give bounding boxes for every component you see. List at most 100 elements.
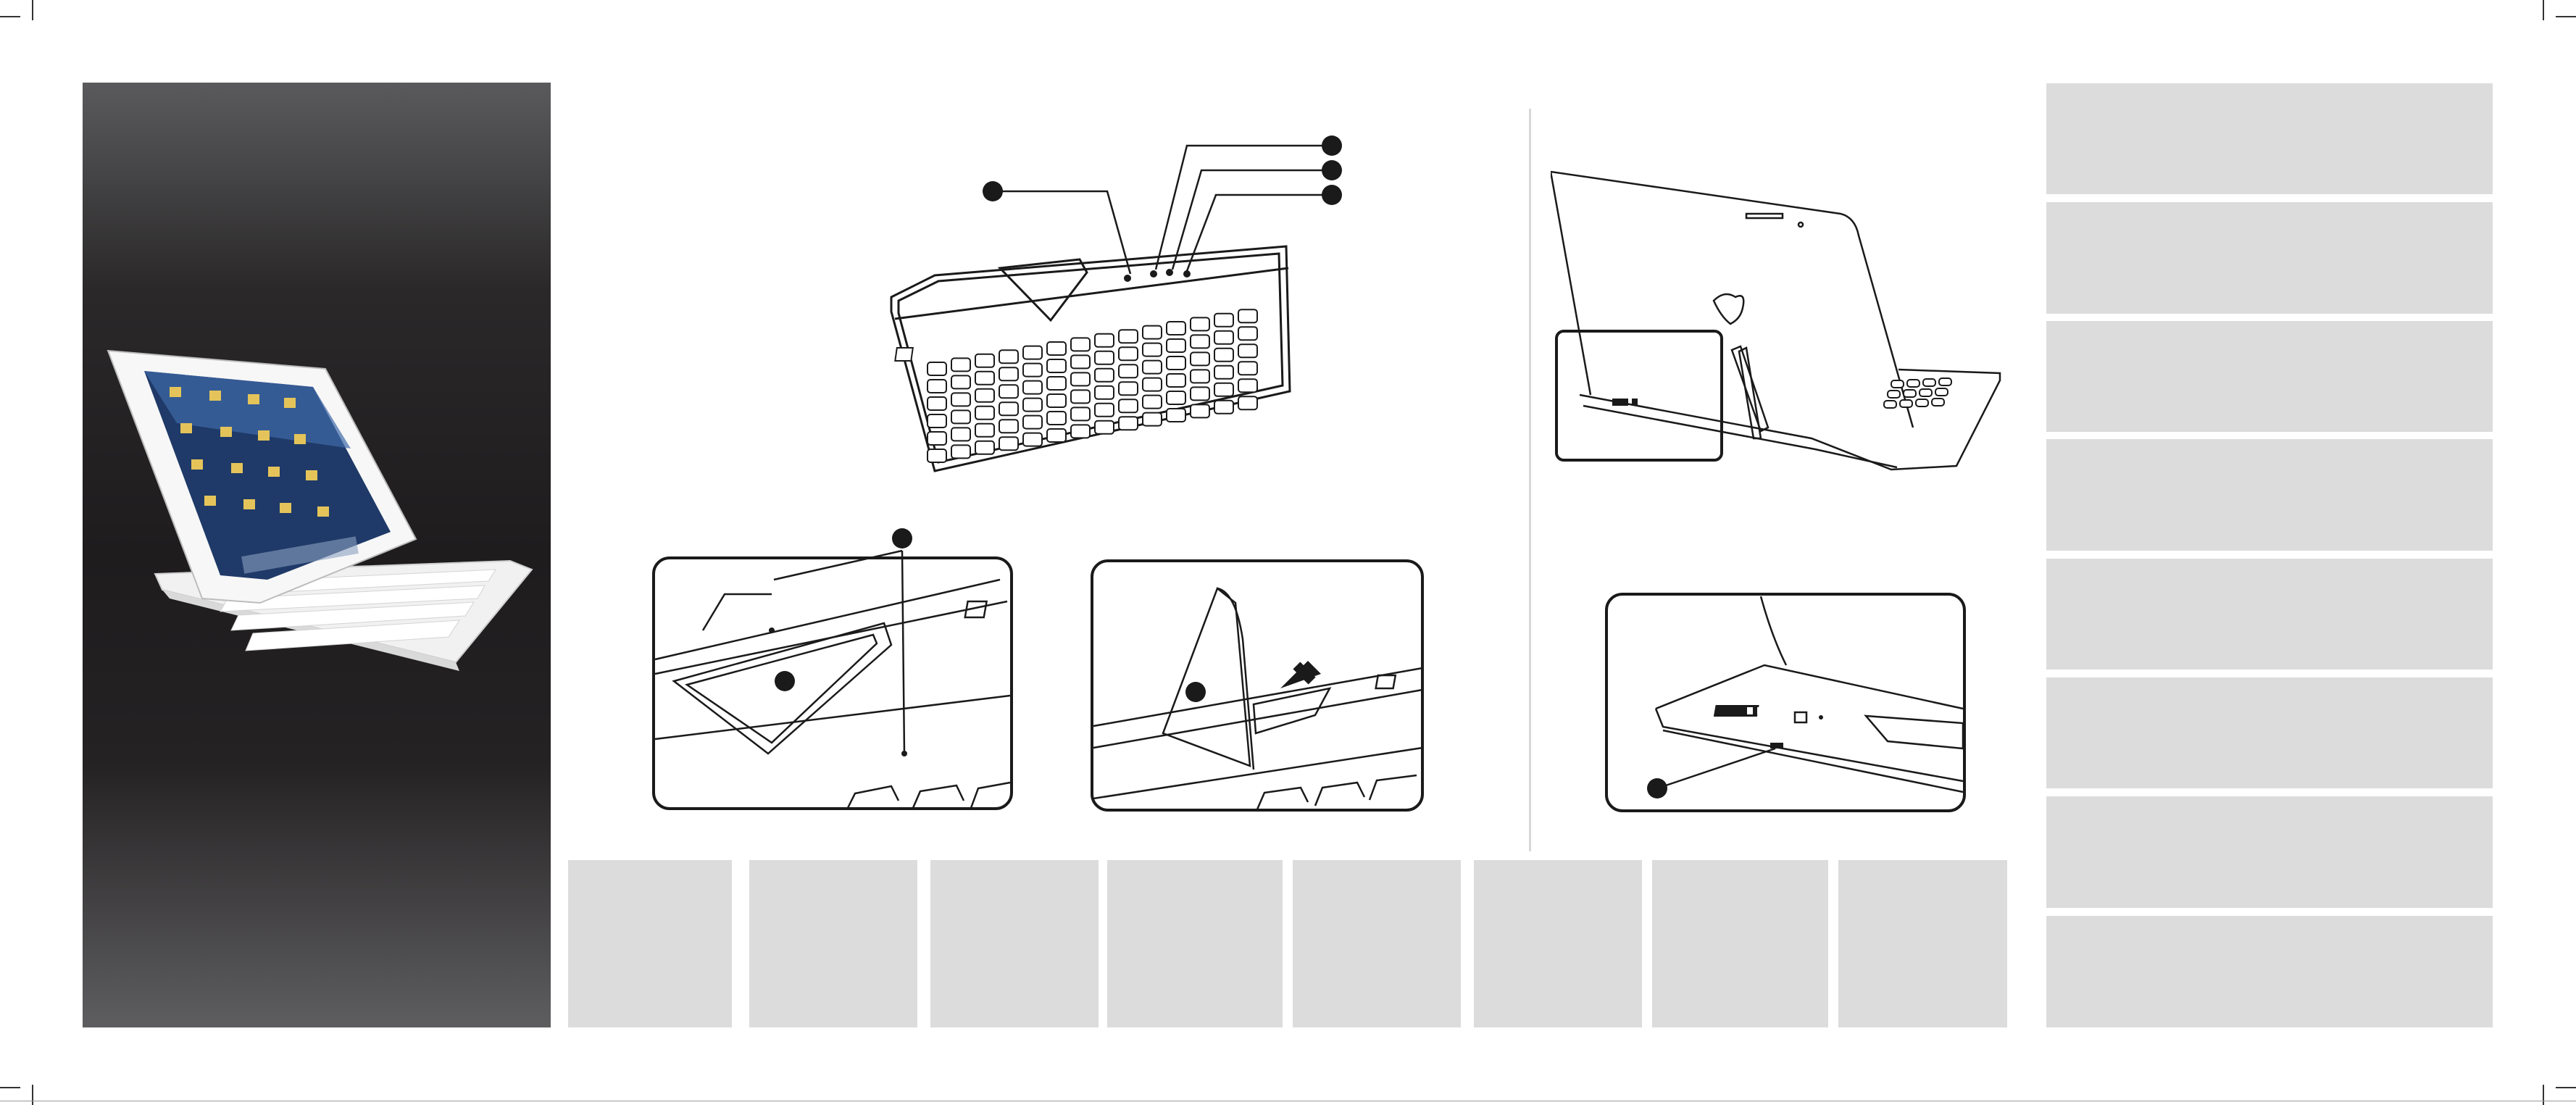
key: [999, 367, 1019, 382]
bottom-panel: [1838, 860, 2007, 1027]
callout-dot: [892, 528, 912, 549]
keyboard-keys: [927, 309, 1258, 463]
key: [1190, 334, 1210, 349]
key: [1166, 321, 1186, 335]
key: [1190, 404, 1210, 419]
key: [1142, 412, 1162, 427]
callout-dot: [775, 671, 795, 691]
callout-dot: [1647, 778, 1667, 798]
bottom-panel: [1107, 860, 1283, 1027]
key: [1190, 317, 1210, 332]
key: [1190, 386, 1210, 401]
key: [1899, 399, 1913, 408]
crop-mark: [2556, 16, 2576, 17]
key: [927, 449, 947, 463]
key: [975, 405, 995, 420]
key: [975, 370, 995, 385]
key: [951, 357, 971, 372]
key: [1094, 385, 1114, 400]
key: [975, 353, 995, 368]
key: [1070, 372, 1091, 387]
key: [1046, 376, 1067, 391]
key: [1190, 351, 1210, 367]
column-divider: [1529, 109, 1531, 851]
key: [999, 436, 1019, 451]
key: [927, 379, 947, 393]
callout-dot: [1322, 160, 1342, 180]
key: [1142, 325, 1162, 340]
tablet-keyboard-photo: [107, 349, 533, 671]
key: [1238, 361, 1258, 376]
key: [1070, 406, 1091, 422]
key: [1214, 382, 1234, 397]
key: [1070, 424, 1091, 439]
keyboard-keys: [1883, 378, 1952, 409]
key: [951, 427, 971, 442]
right-panel: [2046, 559, 2493, 670]
key: [1938, 378, 1952, 386]
key: [1214, 312, 1234, 328]
key: [1142, 377, 1162, 392]
key: [1070, 354, 1091, 370]
key: [1238, 396, 1258, 411]
key: [1118, 364, 1138, 379]
key: [927, 414, 947, 428]
right-panel: [2046, 796, 2493, 908]
key: [951, 375, 971, 390]
bottom-panel: [1474, 860, 1642, 1027]
key: [1070, 389, 1091, 404]
key: [1022, 397, 1043, 412]
key: [1094, 402, 1114, 417]
key: [1118, 381, 1138, 396]
crop-mark: [0, 1087, 20, 1088]
right-panel: [2046, 321, 2493, 432]
key: [951, 444, 971, 459]
key: [927, 431, 947, 446]
key: [1166, 338, 1186, 353]
key: [1238, 326, 1258, 341]
key: [1903, 389, 1917, 398]
right-panel: [2046, 677, 2493, 788]
key: [1118, 399, 1138, 414]
key: [1887, 390, 1901, 399]
key: [1238, 378, 1258, 393]
key: [1046, 341, 1067, 356]
key: [1166, 356, 1186, 370]
key: [1142, 342, 1162, 357]
key: [1166, 408, 1186, 422]
key: [975, 422, 995, 438]
crop-mark: [0, 16, 20, 17]
key: [1166, 391, 1186, 405]
bottom-panel: [930, 860, 1099, 1027]
crop-mark: [32, 0, 33, 20]
right-panel: [2046, 202, 2493, 314]
key: [975, 440, 995, 455]
crop-mark: [2543, 1085, 2544, 1105]
key: [1094, 333, 1114, 348]
bottom-panel: [568, 860, 732, 1027]
key: [1022, 362, 1043, 378]
callout-dot: [1322, 135, 1342, 156]
key: [927, 362, 947, 376]
key: [1046, 359, 1067, 373]
key: [999, 401, 1019, 417]
key: [1118, 329, 1138, 344]
key: [1214, 347, 1234, 362]
right-panel: [2046, 439, 2493, 551]
key: [1094, 367, 1114, 383]
bottom-panel: [1652, 860, 1828, 1027]
key: [1118, 346, 1138, 362]
key: [1166, 373, 1186, 388]
key: [1922, 378, 1936, 387]
callout-dot: [983, 181, 1003, 201]
key: [1142, 359, 1162, 375]
right-panel: [2046, 83, 2493, 194]
key: [1094, 420, 1114, 435]
callout-dot: [1185, 682, 1206, 702]
callout-dot: [1322, 185, 1342, 205]
key: [1931, 398, 1945, 406]
key: [1022, 414, 1043, 430]
right-panel: [2046, 916, 2493, 1027]
key: [1214, 330, 1234, 345]
key: [1935, 388, 1948, 396]
